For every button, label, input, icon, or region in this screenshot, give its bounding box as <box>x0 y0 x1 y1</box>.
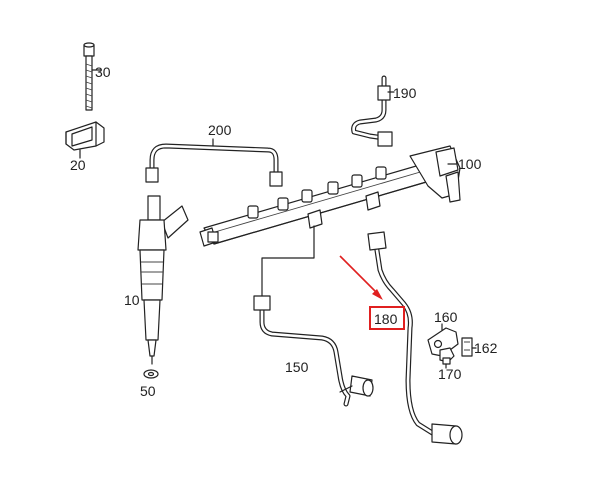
label-150: 150 <box>285 359 309 375</box>
clip-162-drawing[interactable] <box>461 337 477 357</box>
pipe-150-drawing[interactable] <box>253 295 374 407</box>
label-10: 10 <box>124 292 140 308</box>
label-200: 200 <box>208 122 232 138</box>
fuel-rail-100-drawing[interactable] <box>199 145 461 247</box>
highlight-180-box <box>369 306 405 330</box>
injector-10-drawing[interactable] <box>137 195 189 365</box>
label-50: 50 <box>140 383 156 399</box>
clamp-20-drawing[interactable] <box>65 121 105 159</box>
label-180[interactable]: 180 <box>374 311 398 327</box>
label-20: 20 <box>70 157 86 173</box>
washer-50-drawing[interactable] <box>143 369 159 379</box>
pipe-190-drawing[interactable] <box>351 75 395 147</box>
label-100: 100 <box>458 156 482 172</box>
nut-170-drawing[interactable] <box>439 347 455 369</box>
pipe-180-drawing[interactable] <box>367 231 463 445</box>
label-30: 30 <box>95 64 111 80</box>
pipe-200-drawing[interactable] <box>145 138 283 187</box>
bolt-30-drawing[interactable] <box>83 42 102 111</box>
leader-rail-to-150 <box>261 225 315 297</box>
label-160: 160 <box>434 309 458 325</box>
label-162: 162 <box>474 340 498 356</box>
highlight-180-arrow <box>339 255 383 300</box>
label-170: 170 <box>438 366 462 382</box>
label-190: 190 <box>393 85 417 101</box>
